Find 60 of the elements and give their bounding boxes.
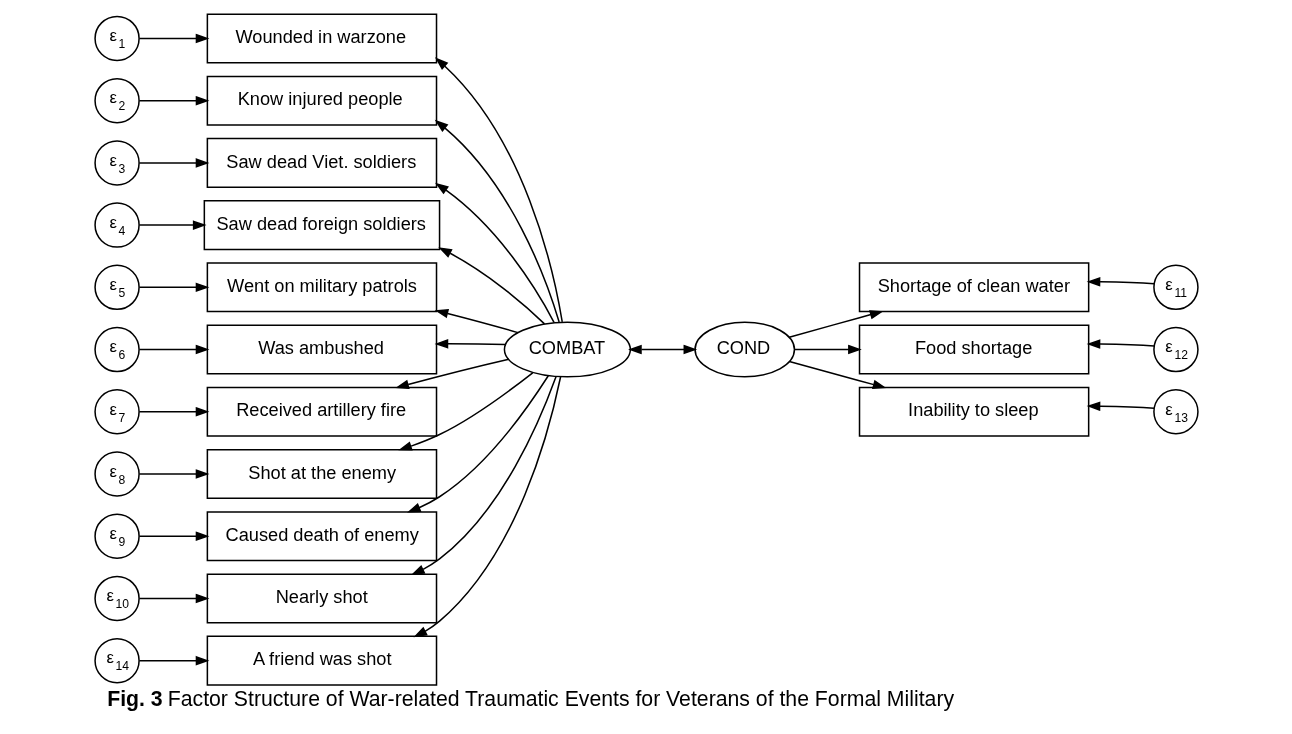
- arrow: [138, 282, 209, 293]
- arrow: [138, 469, 209, 479]
- arrow: [138, 220, 207, 230]
- node-circle: ε$_{12}$: [1152, 326, 1199, 373]
- node-circle: ε$_{7}$: [93, 389, 140, 435]
- node-circle: ε$_{4}$: [93, 202, 140, 248]
- node-box: Inability to sleep: [858, 386, 1089, 437]
- node-circle: ε$_{8}$: [93, 451, 140, 497]
- node-box: Shortage of clean water: [858, 262, 1089, 313]
- arrow: [1086, 339, 1155, 349]
- node-box: Saw dead Viet. soldiers: [206, 137, 437, 188]
- node-box: Know injured people: [206, 75, 437, 126]
- caption: Fig. 3 Factor Structure of War-related Traumatic Events for Veterans of the Formal Military: [106, 687, 954, 712]
- arrow: [412, 376, 561, 638]
- arrow: [138, 158, 209, 168]
- node-circle: ε$_{14}$: [93, 637, 140, 684]
- node-circle: ε$_{13}$: [1152, 389, 1199, 435]
- arrow: [793, 344, 862, 355]
- node-box: Was ambushed: [206, 324, 437, 375]
- arrow: [434, 119, 560, 323]
- arrow: [138, 406, 209, 417]
- arrow: [788, 360, 886, 390]
- node-circle: ε$_{9}$: [93, 513, 140, 559]
- node-box: Nearly shot: [206, 573, 437, 624]
- node-circle: ε$_{1}$: [93, 15, 140, 62]
- arrow: [394, 358, 510, 390]
- node-circle: ε$_{6}$: [93, 326, 140, 373]
- arrow: [1086, 277, 1155, 287]
- node-box: Food shortage: [858, 324, 1089, 375]
- arrow: [138, 593, 209, 604]
- arrow: [434, 339, 506, 349]
- arrow: [138, 531, 209, 541]
- node-box: Went on military patrols: [206, 262, 437, 313]
- node-box: Shot at the enemy: [206, 448, 437, 500]
- arrow: [406, 374, 549, 513]
- arrow: [138, 344, 209, 355]
- arrow: [437, 247, 545, 325]
- arrow: [434, 182, 555, 324]
- node-circle: ε$_{11}$: [1152, 264, 1199, 311]
- node-box: A friend was shot: [206, 635, 437, 686]
- node-circle: ε$_{10}$: [93, 575, 140, 622]
- node-circle: ε$_{5}$: [93, 264, 140, 311]
- node-circle: ε$_{3}$: [93, 140, 140, 186]
- node-box: Wounded in warzone: [206, 13, 437, 64]
- arrow: [410, 375, 557, 576]
- node-ellipse: COND: [693, 321, 795, 378]
- arrow: [138, 33, 209, 44]
- arrow: [397, 372, 533, 451]
- node-box: Received artillery fire: [206, 386, 437, 437]
- node-ellipse: COMBAT: [503, 321, 631, 378]
- arrow: [1086, 401, 1155, 412]
- arrow: [434, 57, 563, 323]
- arrow: [627, 344, 697, 355]
- arrow: [138, 95, 209, 106]
- node-circle: ε$_{2}$: [93, 77, 140, 124]
- arrow: [434, 308, 519, 334]
- node-box: Caused death of enemy: [206, 511, 437, 562]
- node-box: Saw dead foreign soldiers: [203, 200, 440, 251]
- arrow: [788, 310, 883, 339]
- arrow: [138, 655, 209, 666]
